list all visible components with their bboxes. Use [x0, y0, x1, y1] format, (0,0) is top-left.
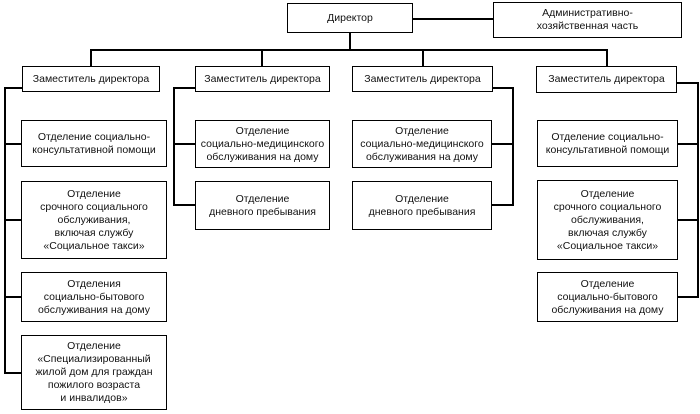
connector-director-drop [349, 33, 351, 49]
connector-trunk3-branch-2 [492, 204, 513, 206]
department-box-social-consulting-1: Отделение социально- консультативной пом… [21, 120, 167, 167]
connector-drop-deputy-2 [261, 49, 263, 66]
deputy-director-box-3: Заместитель директора [352, 66, 493, 92]
connector-drop-deputy-1 [90, 49, 92, 66]
department-box-specialized-housing: Отделение «Специализированный жилой дом … [21, 335, 167, 410]
department-box-urgent-social-service-2: Отделение срочного социального обслужива… [537, 180, 678, 260]
department-box-day-stay-2: Отделение дневного пребывания [352, 181, 492, 230]
department-box-home-social-household-1: Отделения социально-бытового обслуживани… [21, 272, 167, 322]
connector-trunk1-branch-3 [4, 296, 21, 298]
connector-drop-deputy-4 [606, 49, 608, 66]
connector-trunk2-branch-2 [173, 204, 195, 206]
connector-trunk1 [4, 87, 6, 374]
deputy-director-box-1: Заместитель директора [22, 66, 160, 92]
department-box-social-medical-home-1: Отделение социально-медицинского обслужи… [195, 120, 330, 168]
connector-trunk1-branch-1 [4, 143, 21, 145]
connector-trunk4-branch-2 [678, 219, 698, 221]
department-box-urgent-social-service-1: Отделение срочного социального обслужива… [21, 181, 167, 259]
connector-trunk3-branch-1 [492, 143, 513, 145]
department-box-social-medical-home-2: Отделение социально-медицинского обслужи… [352, 120, 492, 168]
connector-trunk4 [697, 82, 699, 298]
department-box-home-social-household-2: Отделение социально-бытового обслуживани… [537, 272, 678, 322]
connector-trunk3 [512, 87, 514, 206]
department-box-day-stay-1: Отделение дневного пребывания [195, 181, 330, 230]
connector-trunk1-branch-2 [4, 219, 21, 221]
connector-director-admin [413, 18, 493, 20]
connector-bus [90, 49, 608, 51]
deputy-director-box-2: Заместитель директора [195, 66, 330, 92]
director-box: Директор [287, 3, 413, 33]
connector-trunk3-stub [493, 87, 513, 89]
connector-drop-deputy-3 [422, 49, 424, 66]
connector-trunk1-stub [4, 87, 22, 89]
connector-trunk2-stub [173, 87, 195, 89]
department-box-social-consulting-2: Отделение социально- консультативной пом… [537, 120, 678, 167]
connector-trunk4-branch-3 [678, 296, 698, 298]
connector-trunk2-branch-1 [173, 143, 195, 145]
connector-trunk2 [173, 87, 175, 205]
connector-trunk4-stub [677, 82, 698, 84]
deputy-director-box-4: Заместитель директора [536, 66, 677, 93]
admin-unit-box: Административно- хозяйственная часть [493, 2, 682, 38]
connector-trunk1-branch-4 [4, 372, 21, 374]
connector-trunk4-branch-1 [678, 143, 698, 145]
